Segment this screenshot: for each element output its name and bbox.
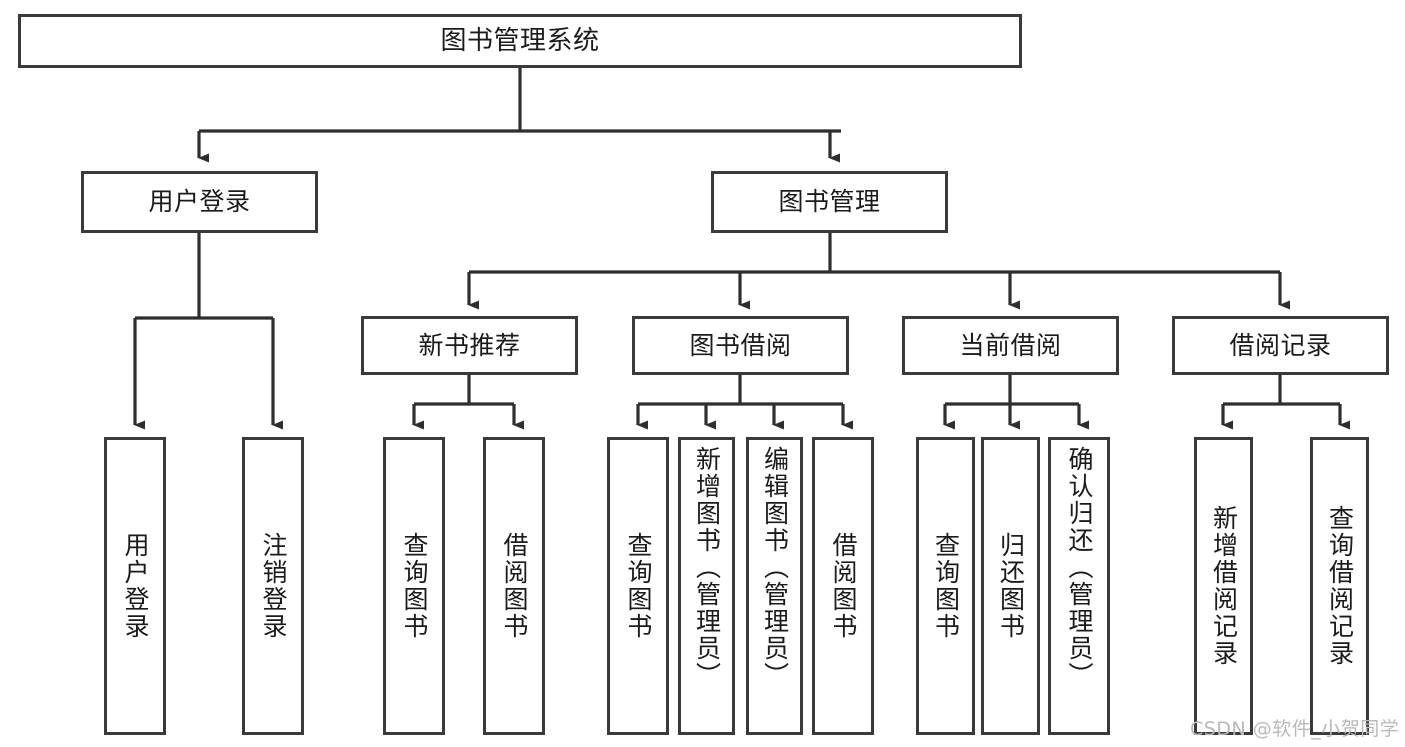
leaf-borrow-book-recommend[interactable]: 借阅图书 <box>483 437 545 735</box>
edges-currentborrow-to-leaves <box>943 375 1089 430</box>
node-new-book-recommend[interactable]: 新书推荐 <box>361 316 578 375</box>
node-label: 新增借阅记录 <box>1209 505 1239 667</box>
leaf-borrow-book[interactable]: 借阅图书 <box>812 437 874 735</box>
node-label: 借阅记录 <box>1229 330 1332 360</box>
node-label: 图书借阅 <box>689 330 792 360</box>
leaf-user-login[interactable]: 用户登录 <box>104 437 166 735</box>
edges-userlogin-to-leaves <box>133 233 283 430</box>
leaf-return-book[interactable]: 归还图书 <box>981 437 1040 735</box>
node-label: 用户登录 <box>121 532 150 640</box>
node-label: 查询图书 <box>624 532 653 640</box>
node-label: 确认归还（管理员） <box>1065 446 1094 689</box>
node-label: 图书管理系统 <box>440 25 600 56</box>
node-book-borrow[interactable]: 图书借阅 <box>632 316 849 375</box>
node-book-management[interactable]: 图书管理 <box>711 171 948 233</box>
node-label: 当前借阅 <box>959 330 1062 360</box>
edges-root-to-level2 <box>197 68 841 163</box>
node-label: 借阅图书 <box>500 532 529 640</box>
edges-bookborrow-to-leaves <box>636 375 853 430</box>
leaf-query-book-current[interactable]: 查询图书 <box>916 437 975 735</box>
node-current-borrow[interactable]: 当前借阅 <box>902 316 1119 375</box>
leaf-logout[interactable]: 注销登录 <box>242 437 304 735</box>
node-label: 用户登录 <box>148 187 251 217</box>
node-label: 图书管理 <box>778 187 881 217</box>
leaf-add-borrow-record[interactable]: 新增借阅记录 <box>1194 437 1253 735</box>
leaf-add-book-admin[interactable]: 新增图书（管理员） <box>678 437 735 735</box>
node-label: 查询借阅记录 <box>1325 505 1355 667</box>
node-label: 编辑图书（管理员） <box>760 446 790 689</box>
node-root-system[interactable]: 图书管理系统 <box>18 14 1022 68</box>
leaf-query-book-borrow[interactable]: 查询图书 <box>607 437 669 735</box>
edges-newbook-to-leaves <box>412 375 524 430</box>
leaf-edit-book-admin[interactable]: 编辑图书（管理员） <box>746 437 803 735</box>
node-label: 查询图书 <box>931 532 961 640</box>
node-label: 注销登录 <box>259 532 288 640</box>
node-label: 新书推荐 <box>418 330 521 360</box>
node-label: 借阅图书 <box>829 532 858 640</box>
edges-bookmgmt-to-level3 <box>467 233 1290 310</box>
node-label: 查询图书 <box>400 532 429 640</box>
leaf-query-book-recommend[interactable]: 查询图书 <box>383 437 445 735</box>
leaf-query-borrow-record[interactable]: 查询借阅记录 <box>1310 437 1369 735</box>
node-label: 归还图书 <box>996 532 1026 640</box>
edges-borrowrecord-to-leaves <box>1221 375 1350 430</box>
csdn-watermark: CSDN @软件_小贺同学 <box>1190 718 1400 740</box>
node-label: 新增图书（管理员） <box>692 446 722 689</box>
node-user-login[interactable]: 用户登录 <box>81 171 318 233</box>
leaf-confirm-return-admin[interactable]: 确认归还（管理员） <box>1048 437 1110 735</box>
node-borrow-record[interactable]: 借阅记录 <box>1172 316 1389 375</box>
